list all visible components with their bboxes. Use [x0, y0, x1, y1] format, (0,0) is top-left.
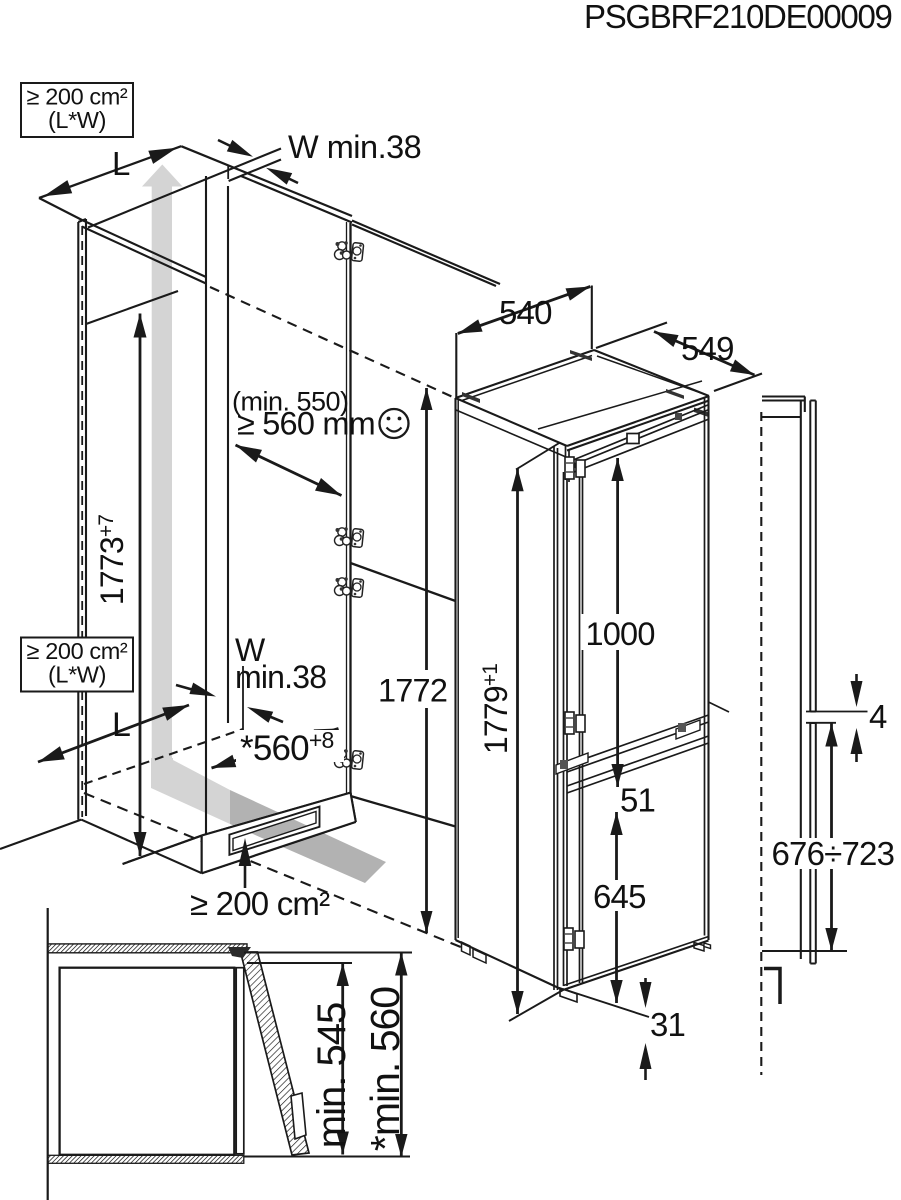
svg-text:1000: 1000	[586, 616, 655, 652]
svg-text:540: 540	[499, 294, 552, 331]
svg-text:L: L	[112, 145, 130, 182]
svg-text:≥ 560 mm: ≥ 560 mm	[237, 406, 375, 442]
svg-text:W: W	[235, 632, 266, 668]
svg-text:676÷723: 676÷723	[772, 835, 895, 872]
svg-text:≥ 200 cm²: ≥ 200 cm²	[27, 84, 128, 110]
svg-text:51: 51	[620, 782, 655, 819]
svg-text:549: 549	[681, 330, 734, 367]
svg-text:4: 4	[869, 698, 887, 735]
svg-text:≥ 200 cm²: ≥ 200 cm²	[27, 638, 128, 664]
svg-text:1772: 1772	[378, 673, 447, 709]
svg-text:min. 545: min. 545	[310, 1003, 354, 1148]
svg-text:W min.38: W min.38	[288, 129, 421, 165]
svg-text:≥ 200 cm²: ≥ 200 cm²	[190, 885, 330, 922]
svg-text:(L*W): (L*W)	[48, 662, 106, 688]
svg-text:(min. 550): (min. 550)	[232, 387, 349, 417]
svg-text:*min. 560: *min. 560	[362, 987, 408, 1151]
svg-text:(L*W): (L*W)	[48, 107, 106, 133]
svg-text:31: 31	[650, 1006, 685, 1043]
svg-text:min.38: min.38	[235, 659, 326, 695]
svg-text:1779+1: 1779+1	[478, 664, 514, 754]
svg-text:645: 645	[593, 878, 646, 915]
svg-text:L: L	[112, 706, 130, 744]
svg-text:PSGBRF210DE00009: PSGBRF210DE00009	[584, 0, 892, 35]
